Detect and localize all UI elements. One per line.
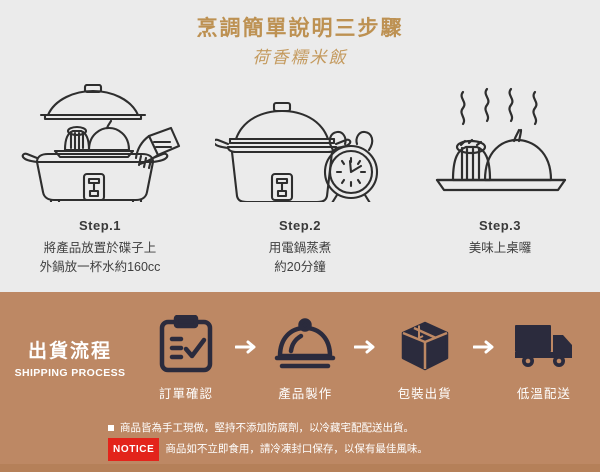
shipping-step-label-4: 低溫配送	[516, 386, 571, 401]
step-2-illustration	[200, 82, 400, 202]
notice-line-2: NOTICE 商品如不立即食用，請冷凍封口保存，以保有最佳風味。	[108, 438, 600, 461]
shipping-step-order-confirm: 訂單確認	[144, 313, 228, 402]
step-2-desc-line-2: 約20分鐘	[274, 260, 326, 275]
shipping-heading: 出貨流程 SHIPPING PROCESS	[0, 335, 140, 379]
step-1-description: 將產品放置於碟子上 外鍋放一杯水約160cc	[0, 239, 200, 278]
step-1-illustration	[0, 82, 200, 202]
page-title: 烹調簡單說明三步驟	[196, 17, 404, 40]
page-subtitle: 荷香糯米飯	[252, 48, 348, 68]
footer-strip	[0, 464, 600, 472]
shipping-heading-zh: 出貨流程	[27, 341, 112, 363]
step-1-label: Step.1	[78, 218, 121, 233]
clipboard-checklist-icon	[144, 313, 228, 375]
shipping-step-label-3: 包裝出貨	[397, 386, 452, 401]
shipping-step-packaging: 包裝出貨	[383, 313, 467, 402]
step-3-label: Step.3	[478, 218, 521, 233]
notice-badge: NOTICE	[108, 438, 160, 461]
step-1-desc-line-1: 將產品放置於碟子上	[43, 241, 157, 255]
square-bullet-icon	[108, 425, 114, 432]
cloche-food-dome-icon	[263, 313, 347, 375]
flow-arrow-2	[352, 339, 378, 355]
step-2-desc-line-1: 用電鍋蒸煮	[268, 241, 332, 255]
shipping-steps-list: 訂單確認	[140, 313, 600, 402]
cooking-steps-section: 烹調簡單說明三步驟 荷香糯米飯	[0, 0, 600, 278]
step-item-1: Step.1 將產品放置於碟子上 外鍋放一杯水約160cc	[0, 82, 200, 278]
notice-block: 商品皆為手工現做，堅持不添加防腐劑，以冷藏宅配配送出貨。 NOTICE 商品如不…	[0, 418, 600, 461]
flow-arrow-1	[233, 339, 259, 355]
step-1-desc-line-2: 外鍋放一杯水約160cc	[39, 260, 161, 275]
step-3-description: 美味上桌囉	[400, 239, 600, 258]
shipping-flow: 出貨流程 SHIPPING PROCESS	[0, 313, 600, 402]
shipping-step-cold-delivery: 低溫配送	[502, 313, 586, 402]
delivery-truck-icon	[502, 313, 586, 375]
notice-text-1: 商品皆為手工現做，堅持不添加防腐劑，以冷藏宅配配送出貨。	[120, 422, 414, 434]
steps-list: Step.1 將產品放置於碟子上 外鍋放一杯水約160cc	[0, 82, 600, 278]
notice-text-2: 商品如不立即食用，請冷凍封口保存，以保有最佳風味。	[165, 443, 428, 456]
header: 烹調簡單說明三步驟 荷香糯米飯	[0, 0, 600, 70]
step-2-label: Step.2	[278, 218, 321, 233]
rice-cooker-open-with-plate-and-measuring-cup-icon	[21, 84, 181, 202]
shipping-step-label-1: 訂單確認	[158, 386, 213, 401]
flow-arrow-3	[471, 339, 497, 355]
step-3-illustration	[400, 82, 600, 202]
cardboard-box-icon	[383, 313, 467, 375]
rice-cooker-closed-with-alarm-clock-icon	[215, 101, 379, 202]
notice-line-1: 商品皆為手工現做，堅持不添加防腐劑，以冷藏宅配配送出貨。	[108, 418, 600, 438]
step-3-desc-line-1: 美味上桌囉	[468, 241, 532, 255]
shipping-process-section: 出貨流程 SHIPPING PROCESS	[0, 292, 600, 472]
shipping-heading-en: SHIPPING PROCESS	[14, 366, 126, 379]
step-item-2: Step.2 用電鍋蒸煮 約20分鐘	[200, 82, 400, 278]
step-item-3: Step.3 美味上桌囉	[400, 82, 600, 258]
steaming-dumplings-on-plate-icon	[435, 87, 567, 192]
shipping-step-label-2: 產品製作	[278, 386, 333, 401]
shipping-step-production: 產品製作	[263, 313, 347, 402]
step-2-description: 用電鍋蒸煮 約20分鐘	[200, 239, 400, 278]
